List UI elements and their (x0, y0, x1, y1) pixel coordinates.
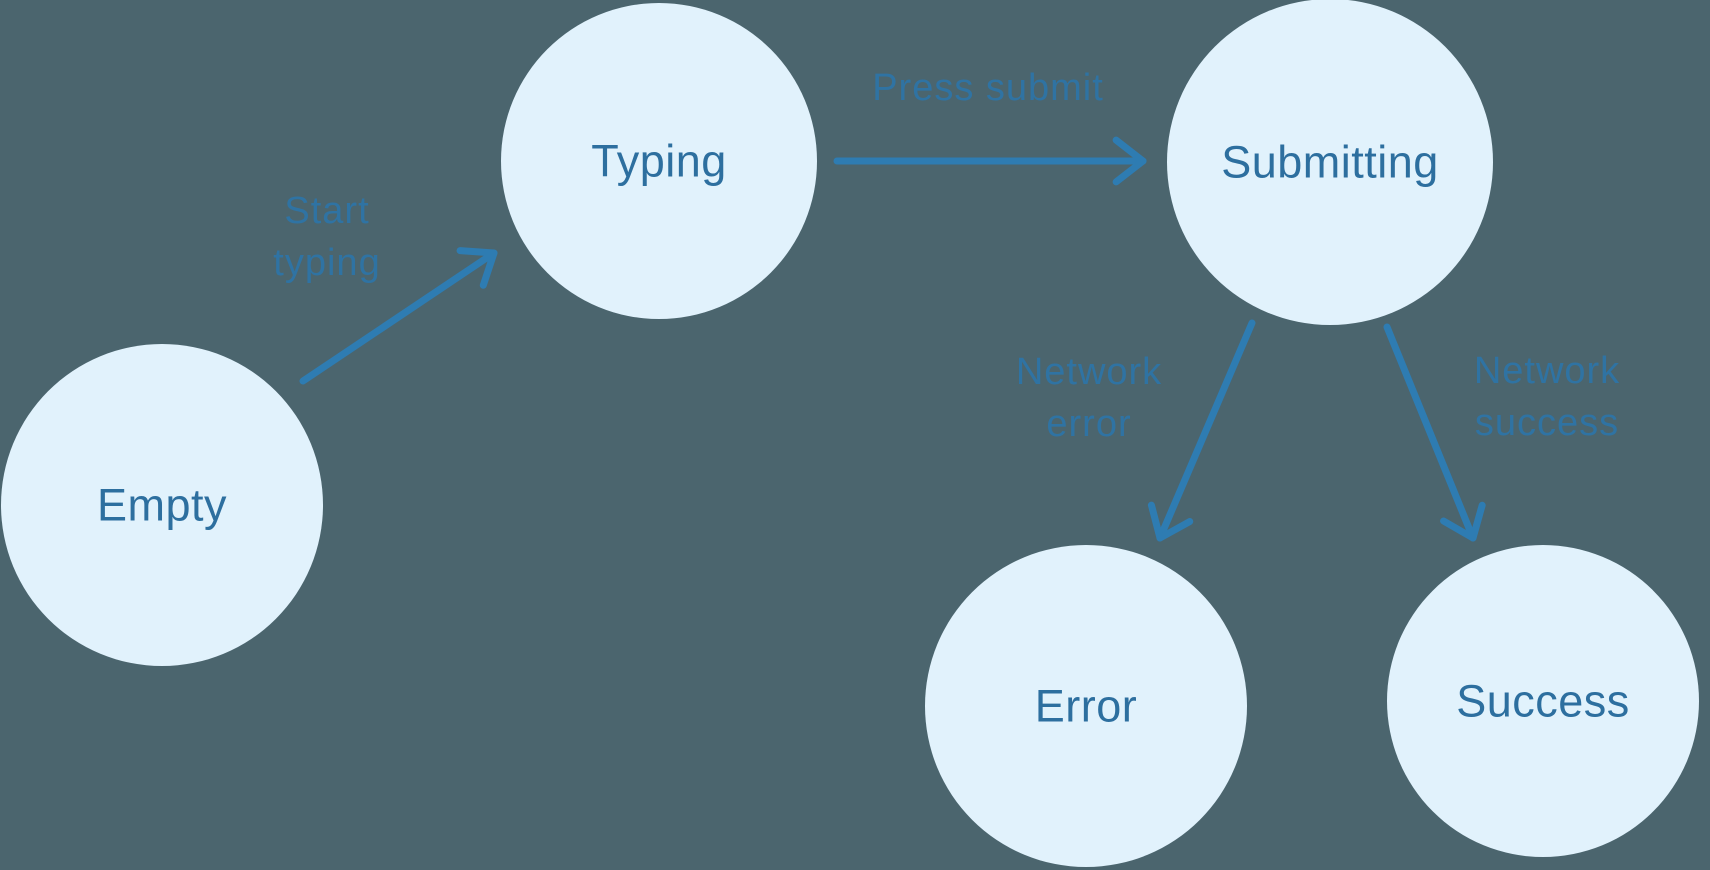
state-node-empty: Empty (1, 344, 323, 666)
state-circle-success (1387, 545, 1699, 857)
state-label-error: Error (1035, 681, 1138, 732)
state-label-submitting: Submitting (1221, 137, 1439, 188)
state-node-error: Error (925, 545, 1247, 867)
transition-label-network-success-line-2: success (1475, 402, 1619, 444)
state-node-typing: Typing (501, 3, 817, 319)
transition-label-network-error-line-2: error (1046, 403, 1131, 445)
transition-label-start-typing-line-1: Start (284, 190, 369, 232)
state-label-empty: Empty (97, 480, 227, 531)
arrowhead-icon-press-submit (1112, 136, 1147, 186)
state-node-success: Success (1387, 545, 1699, 857)
transition-label-network-error-line-1: Network (1016, 351, 1162, 393)
transition-start-typing: Start typing (273, 190, 498, 385)
transition-line-start-typing (299, 249, 498, 385)
transition-label-network-success-line-1: Network (1474, 350, 1620, 392)
transition-network-error: Network error (1016, 319, 1256, 542)
transition-line-network-success (1383, 323, 1477, 542)
transition-label-press-submit: Press submit (872, 67, 1104, 109)
arrowhead-icon-network-error (1147, 501, 1194, 542)
state-label-success: Success (1456, 676, 1630, 727)
state-circle-typing (501, 3, 817, 319)
transition-line-network-error (1156, 319, 1256, 542)
transition-network-success: Network success (1383, 323, 1620, 542)
transition-press-submit: Press submit (833, 67, 1147, 186)
transition-label-start-typing-line-2: typing (273, 242, 380, 284)
state-circle-empty (1, 344, 323, 666)
arrowhead-icon-start-typing (456, 247, 498, 289)
arrowhead-icon-network-success (1440, 501, 1486, 542)
state-label-typing: Typing (591, 136, 727, 187)
state-node-submitting: Submitting (1167, 0, 1493, 325)
state-circle-error (925, 545, 1247, 867)
state-circle-submitting (1167, 0, 1493, 325)
